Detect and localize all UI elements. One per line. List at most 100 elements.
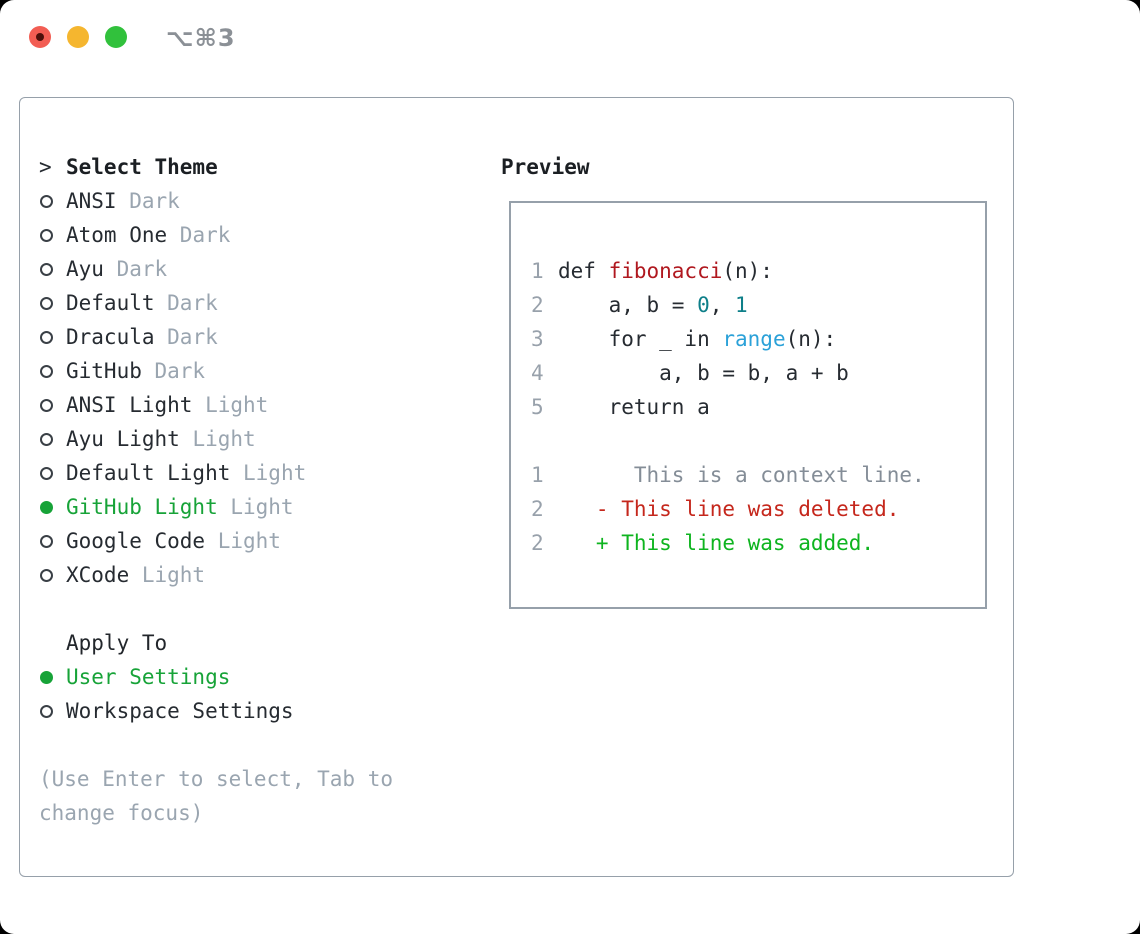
apply-option[interactable]: User Settings bbox=[39, 660, 294, 694]
radio-slot bbox=[39, 228, 66, 242]
code-segment-num: 0 bbox=[697, 293, 710, 317]
code-line: 2 a, b = 0, 1 bbox=[531, 288, 985, 322]
radio-slot bbox=[39, 330, 66, 344]
radio-icon bbox=[40, 364, 53, 378]
theme-variant-label: Dark bbox=[116, 189, 180, 213]
code-segment-code: for _ in bbox=[558, 327, 723, 351]
cursor-icon: > bbox=[39, 155, 52, 179]
theme-item[interactable]: Default Dark bbox=[39, 286, 306, 320]
theme-list-title: Select Theme bbox=[66, 155, 218, 179]
line-content: def fibonacci(n): bbox=[558, 259, 773, 283]
line-content: for _ in range(n): bbox=[558, 327, 837, 351]
theme-item[interactable]: Ayu Light Light bbox=[39, 422, 306, 456]
theme-variant-label: Dark bbox=[141, 359, 206, 383]
radio-icon bbox=[40, 398, 53, 412]
code-segment-code: a, b = b, a + b bbox=[558, 361, 849, 385]
keyboard-hint: (Use Enter to select, Tab to change focu… bbox=[39, 767, 394, 825]
code-line: 3 for _ in range(n): bbox=[531, 322, 985, 356]
theme-item[interactable]: GitHub Dark bbox=[39, 354, 306, 388]
radio-slot bbox=[39, 568, 66, 582]
theme-item[interactable]: Default Light Light bbox=[39, 456, 306, 490]
line-number: 2 bbox=[531, 497, 544, 521]
radio-icon bbox=[40, 296, 53, 310]
cursor-marker: > bbox=[39, 155, 66, 179]
option-label: Ayu bbox=[66, 257, 104, 281]
radio-icon bbox=[40, 534, 53, 548]
radio-selected-icon bbox=[40, 670, 53, 684]
line-number: 2 bbox=[531, 531, 544, 555]
theme-item[interactable]: Atom One Dark bbox=[39, 218, 306, 252]
radio-slot bbox=[39, 364, 66, 378]
option-label: Google Code bbox=[66, 529, 206, 553]
diff-line: 1 This is a context line. bbox=[531, 458, 985, 492]
theme-variant-label: Light bbox=[192, 393, 269, 417]
code-line: 4 a, b = b, a + b bbox=[531, 356, 985, 390]
radio-icon bbox=[40, 330, 53, 344]
theme-variant-label: Light bbox=[129, 563, 206, 587]
theme-item[interactable]: Ayu Dark bbox=[39, 252, 306, 286]
code-line: 1 def fibonacci(n): bbox=[531, 254, 985, 288]
code-segment-num: 1 bbox=[735, 293, 748, 317]
radio-selected-icon bbox=[40, 500, 53, 514]
option-label: User Settings bbox=[66, 665, 231, 689]
radio-slot bbox=[39, 194, 66, 208]
code-segment-added: + This line was added. bbox=[558, 531, 875, 555]
radio-icon bbox=[40, 262, 53, 276]
option-label: GitHub Light bbox=[66, 495, 218, 519]
zoom-button[interactable] bbox=[105, 26, 127, 48]
line-content: a, b = 0, 1 bbox=[558, 293, 748, 317]
radio-slot bbox=[39, 296, 66, 310]
line-number: 2 bbox=[531, 293, 544, 317]
theme-variant-label: Light bbox=[179, 427, 256, 451]
unsaved-dot-icon bbox=[36, 33, 44, 41]
radio-icon bbox=[40, 228, 53, 242]
theme-item[interactable]: GitHub Light Light bbox=[39, 490, 306, 524]
radio-icon bbox=[40, 568, 53, 582]
code-line: 5 return a bbox=[531, 390, 985, 424]
radio-slot bbox=[39, 432, 66, 446]
line-number: 4 bbox=[531, 361, 544, 385]
option-label: ANSI Light bbox=[66, 393, 193, 417]
code-segment-func: fibonacci bbox=[608, 259, 723, 283]
option-label: Default Light bbox=[66, 461, 231, 485]
theme-item[interactable]: Google Code Light bbox=[39, 524, 306, 558]
radio-slot bbox=[39, 670, 66, 684]
code-segment-code: (n): bbox=[722, 259, 773, 283]
option-label: Ayu Light bbox=[66, 427, 180, 451]
line-number: 3 bbox=[531, 327, 544, 351]
theme-item[interactable]: ANSI Dark bbox=[39, 184, 306, 218]
line-content: - This line was deleted. bbox=[558, 497, 899, 521]
theme-variant-label: Dark bbox=[103, 257, 168, 281]
radio-icon bbox=[40, 704, 53, 718]
radio-slot bbox=[39, 466, 66, 480]
code-segment-code: a, b = bbox=[558, 293, 698, 317]
theme-variant-label: Dark bbox=[154, 325, 218, 349]
close-button[interactable] bbox=[29, 26, 51, 48]
titlebar: ⌥⌘3 bbox=[0, 0, 1140, 75]
radio-slot bbox=[39, 534, 66, 548]
apply-option[interactable]: Workspace Settings bbox=[39, 694, 294, 728]
radio-slot bbox=[39, 500, 66, 514]
diff-preview: 1 This is a context line.2 - This line w… bbox=[531, 458, 985, 560]
radio-slot bbox=[39, 262, 66, 276]
option-label: Atom One bbox=[66, 223, 168, 247]
theme-item[interactable]: Dracula Dark bbox=[39, 320, 306, 354]
radio-icon bbox=[40, 194, 53, 208]
line-number: 1 bbox=[531, 259, 544, 283]
theme-variant-label: Light bbox=[230, 461, 307, 485]
option-label: ANSI bbox=[66, 189, 117, 213]
theme-item[interactable]: XCode Light bbox=[39, 558, 306, 592]
minimize-button[interactable] bbox=[67, 26, 89, 48]
line-content: + This line was added. bbox=[558, 531, 874, 555]
diff-line: 2 - This line was deleted. bbox=[531, 492, 985, 526]
line-content: a, b = b, a + b bbox=[558, 361, 849, 385]
option-label: Workspace Settings bbox=[66, 699, 294, 723]
theme-item[interactable]: ANSI Light Light bbox=[39, 388, 306, 422]
preview-title: Preview bbox=[501, 155, 590, 179]
